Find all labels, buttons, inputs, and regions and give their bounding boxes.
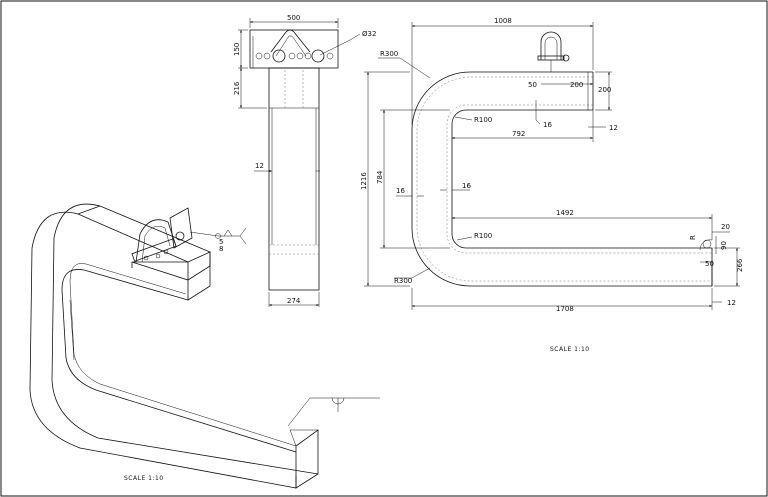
lug-holes <box>255 49 334 63</box>
iso-lug-plate <box>169 207 193 249</box>
dim-front-lug-height: 150 <box>233 43 241 56</box>
dim-side-overall-top: 1008 <box>494 17 512 25</box>
front-view: 500 150 216 12 274 Ø32 <box>233 14 376 307</box>
dim-side-wall-16-left: 16 <box>396 187 405 195</box>
shackle <box>537 31 570 72</box>
side-view-scale-label: SCALE 1:10 <box>550 346 590 353</box>
iso-view: 5 8 SCALE 1:10 <box>29 203 380 489</box>
dim-side-radius-inner-top: R100 <box>474 116 492 124</box>
dim-front-hole-dia: Ø32 <box>362 30 376 38</box>
lug-plate <box>249 29 339 69</box>
iso-outer-surface <box>29 211 297 489</box>
dim-side-overall-height: 1216 <box>360 172 368 190</box>
dim-side-offset-50: 50 <box>528 81 537 89</box>
front-body <box>268 67 320 291</box>
dim-side-overall-bottom: 1708 <box>556 305 574 313</box>
dim-side-radius-outer-top: R300 <box>380 50 398 58</box>
dim-front-width-top: 500 <box>287 14 300 22</box>
dim-side-inner-top: 792 <box>512 130 525 138</box>
iso-view-scale-label: SCALE 1:10 <box>124 475 164 482</box>
dim-side-wall-16-right: 16 <box>462 182 471 190</box>
dim-side-radius-outer-bottom: R300 <box>394 277 412 285</box>
iso-shackle <box>131 219 185 263</box>
dim-side-wall-16-top: 16 <box>543 121 552 129</box>
dim-side-tip-90: 90 <box>720 241 728 250</box>
iso-inner-surface <box>61 269 297 453</box>
dim-front-plate-thk: 12 <box>255 162 264 170</box>
dim-side-height-200: 200 <box>598 86 611 94</box>
dim-front-width-bottom: 274 <box>287 297 301 305</box>
c-outer-profile <box>411 71 713 287</box>
dim-side-tip-20: 20 <box>721 223 730 231</box>
dim-side-radius-inner-bottom: R100 <box>474 232 492 240</box>
dim-side-height-266: 266 <box>736 258 744 272</box>
side-view: 1008 R300 50 200 200 16 12 R100 792 <box>360 17 744 353</box>
dim-side-tip-50: 50 <box>705 260 714 268</box>
dim-side-inner-bottom: 1492 <box>556 209 574 217</box>
iso-weld-label-2: 8 <box>219 245 223 253</box>
dim-front-upper-block: 216 <box>233 81 241 95</box>
dim-side-gap-12-bottom: 12 <box>727 299 736 307</box>
dim-side-tip-r: R <box>689 235 697 240</box>
dim-side-shackle-200: 200 <box>570 81 583 89</box>
c-inner-profile <box>451 109 713 250</box>
dim-side-gap-12-top: 12 <box>609 124 618 132</box>
iso-weld-label: 5 <box>219 238 223 246</box>
dim-side-inner-height: 784 <box>376 170 384 184</box>
